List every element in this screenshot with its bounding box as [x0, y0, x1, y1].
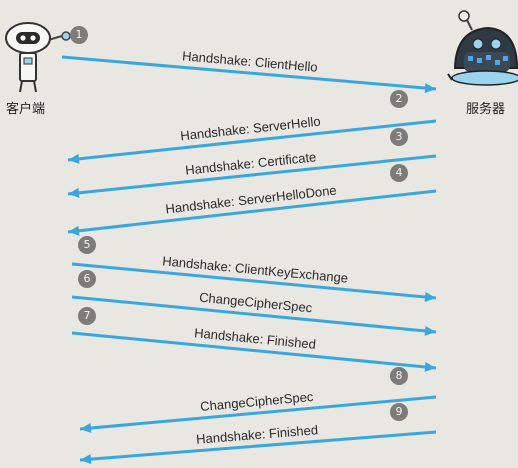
message-arrow-4 — [67, 189, 437, 234]
message-arrow-6 — [71, 295, 437, 334]
step-badge-2: 2 — [390, 90, 408, 108]
step-badge-9: 9 — [390, 403, 408, 421]
server-label: 服务器 — [466, 102, 506, 117]
step-badge-6: 6 — [78, 270, 96, 288]
message-arrow-2 — [67, 119, 437, 162]
step-badge-3: 3 — [390, 128, 408, 146]
message-arrow-3 — [67, 154, 437, 196]
arrowhead-5 — [424, 291, 436, 302]
client-robot-icon — [5, 22, 71, 93]
arrowhead-6 — [424, 325, 436, 336]
arrowhead-2 — [68, 153, 80, 164]
arrowhead-7 — [424, 361, 436, 372]
step-badge-7: 7 — [78, 307, 96, 325]
arrowhead-8 — [80, 423, 92, 433]
message-arrow-8 — [79, 395, 437, 431]
message-arrow-5 — [71, 262, 437, 300]
step-badge-4: 4 — [390, 164, 408, 182]
message-arrow-9 — [79, 430, 437, 462]
arrowhead-1 — [424, 83, 436, 94]
step-badge-8: 8 — [390, 367, 408, 385]
client-label: 客户端 — [6, 102, 46, 117]
message-arrow-1 — [61, 55, 437, 91]
message-arrow-7 — [71, 331, 437, 370]
arrowhead-9 — [80, 454, 92, 465]
server-robot-icon — [447, 10, 518, 86]
arrowhead-3 — [68, 187, 80, 198]
message-arrows — [61, 55, 437, 465]
step-badge-1: 1 — [70, 26, 88, 44]
arrowhead-4 — [68, 225, 80, 236]
step-badge-5: 5 — [78, 236, 96, 254]
